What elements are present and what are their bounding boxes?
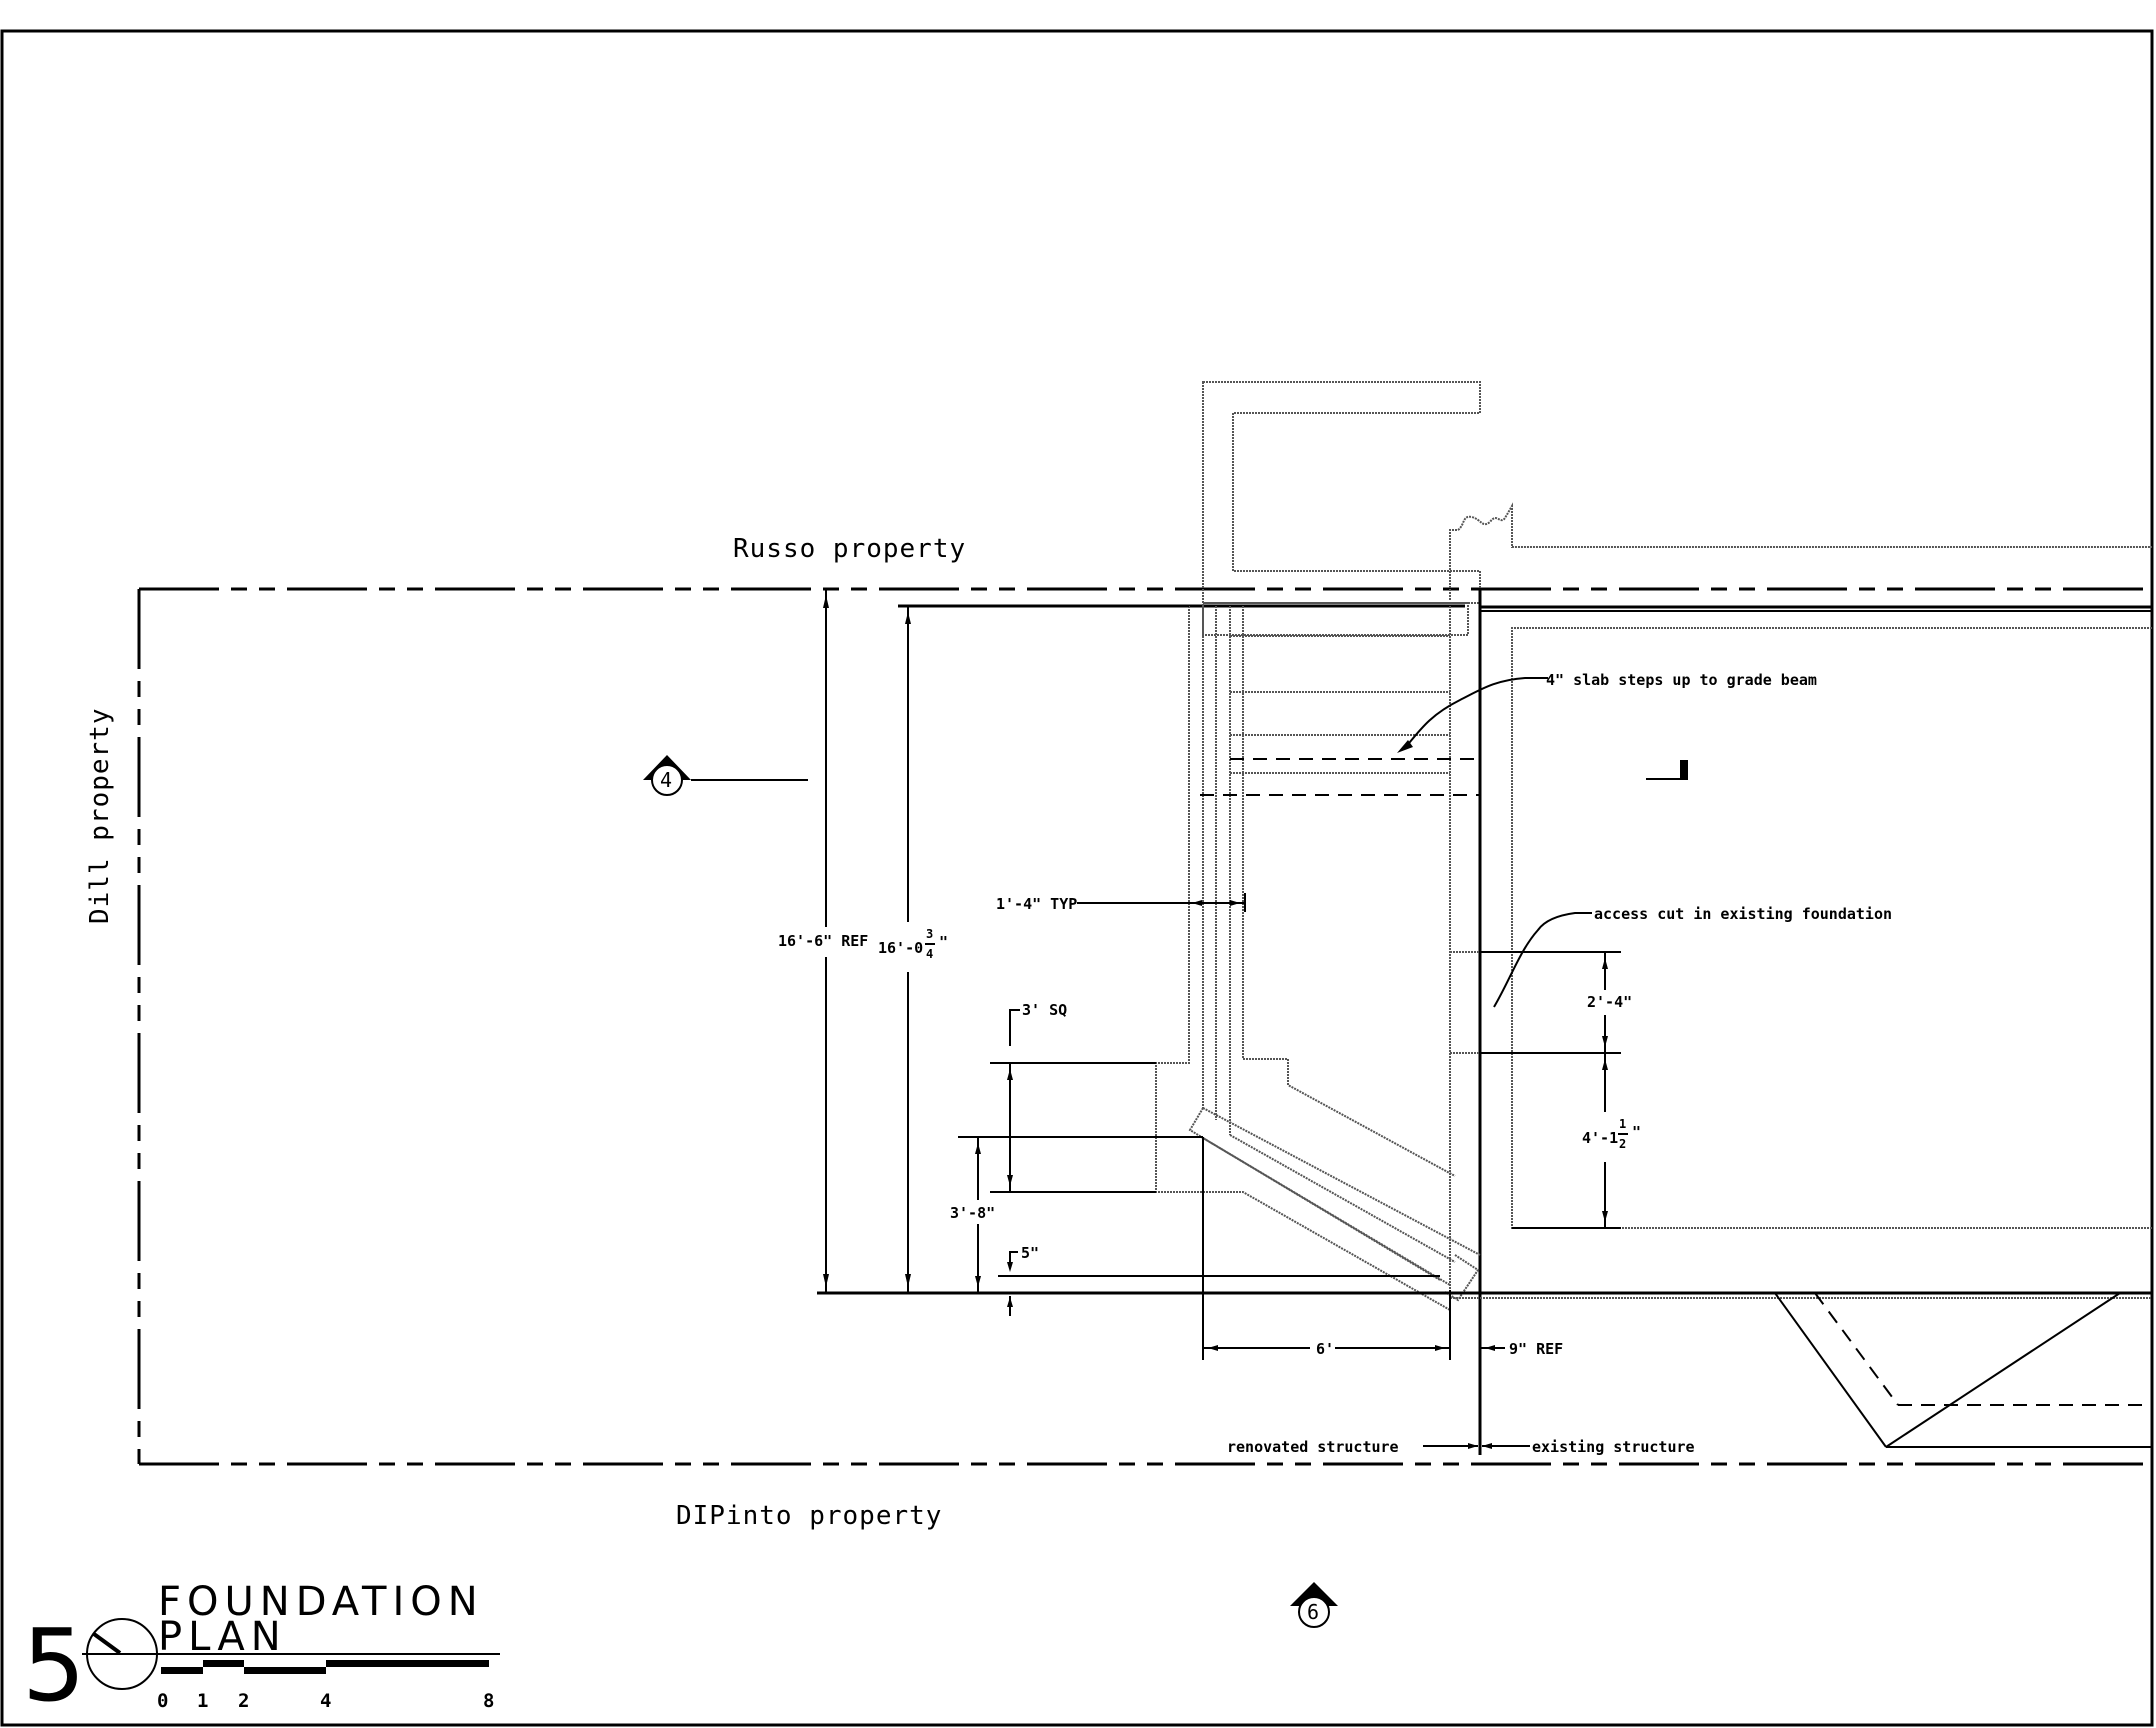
structure-labels: renovated structure existing structure <box>1227 1438 1695 1456</box>
dim-access-lower-label: 4'-1 <box>1582 1129 1618 1147</box>
dim-overall-ref-label: 16'-6" REF <box>778 932 868 950</box>
dim-access-lower-inch: " <box>1632 1123 1641 1141</box>
dim-overall-frac-den: 4 <box>926 947 933 961</box>
existing-upper-wall <box>1202 381 1481 604</box>
scale-tick-0: 0 <box>157 1690 168 1712</box>
dim-footing-offset-label: 3'-8" <box>950 1204 995 1222</box>
dim-overall-main: 16'-0 3 4 " <box>878 605 1189 1293</box>
dim-overall-inch: " <box>939 933 948 951</box>
slab-note-label: 4" slab steps up to grade beam <box>1546 671 1817 689</box>
renovated-walls <box>1155 606 1480 1290</box>
dim-wall-typ-label: 1'-4" TYP <box>996 895 1077 913</box>
dim-width-label: 6' <box>1316 1340 1334 1358</box>
scale-tick-1: 1 <box>197 1690 208 1712</box>
property-label-north: Russo property <box>733 534 966 564</box>
slab-note: 4" slab steps up to grade beam <box>1397 671 1817 753</box>
title-block: 5 FOUNDATION PLAN 0 1 2 4 8 <box>22 1579 500 1724</box>
dim-width: 6' <box>1202 1137 1451 1360</box>
dim-small: 5" <box>1007 1244 1039 1316</box>
property-boundary <box>137 587 2152 1466</box>
title-line-1: FOUNDATION <box>158 1579 484 1625</box>
break-line <box>1449 502 2152 600</box>
sheet-border <box>0 29 2154 1727</box>
renovated-structure-label: renovated structure <box>1227 1438 1399 1456</box>
dim-ref-9-label: 9" REF <box>1509 1340 1563 1358</box>
dim-access: 2'-4" 4'-1 1 2 " <box>1450 951 1641 1229</box>
section-marker-6-number: 6 <box>1307 1600 1319 1624</box>
existing-sloped-footing <box>1774 1292 2152 1448</box>
access-cut-note: access cut in existing foundation <box>1493 905 1892 1008</box>
dim-footing-offset: 3'-8" <box>950 1136 1203 1293</box>
dim-access-upper-label: 2'-4" <box>1587 993 1632 1011</box>
section-marker-6: 6 <box>1290 1582 1338 1628</box>
small-marker <box>1646 760 1688 780</box>
dim-overall-frac-num: 3 <box>926 927 933 941</box>
dim-overall-ref: 16'-6" REF <box>778 589 868 1293</box>
scale-bar: 0 1 2 4 8 <box>157 1660 494 1712</box>
section-marker-4: 4 <box>643 755 808 796</box>
dim-access-lower-den: 2 <box>1619 1137 1626 1151</box>
property-label-west: Dill property <box>85 708 115 925</box>
dim-footing-sq-label: 3' SQ <box>1022 1001 1067 1019</box>
dim-overall-main-label: 16'-0 <box>878 939 923 957</box>
scale-tick-4: 4 <box>320 1690 331 1712</box>
scale-tick-2: 2 <box>238 1690 249 1712</box>
title-line-2: PLAN <box>158 1614 287 1660</box>
dim-small-label: 5" <box>1021 1244 1039 1262</box>
angled-wall <box>1188 1107 1481 1311</box>
dim-access-lower-num: 1 <box>1619 1117 1626 1131</box>
existing-slab-outline <box>1511 627 2152 1229</box>
existing-structure-label: existing structure <box>1532 1438 1695 1456</box>
section-marker-4-number: 4 <box>660 768 672 792</box>
dim-ref-9: 9" REF <box>1480 1340 1563 1358</box>
dim-wall-typ: 1'-4" TYP <box>996 893 1246 913</box>
access-cut-note-label: access cut in existing foundation <box>1594 905 1892 923</box>
scale-tick-8: 8 <box>483 1690 494 1712</box>
detail-number: 5 <box>22 1607 86 1724</box>
dim-footing-sq: 3' SQ <box>990 1001 1156 1193</box>
property-label-south: DIPinto property <box>676 1501 942 1531</box>
